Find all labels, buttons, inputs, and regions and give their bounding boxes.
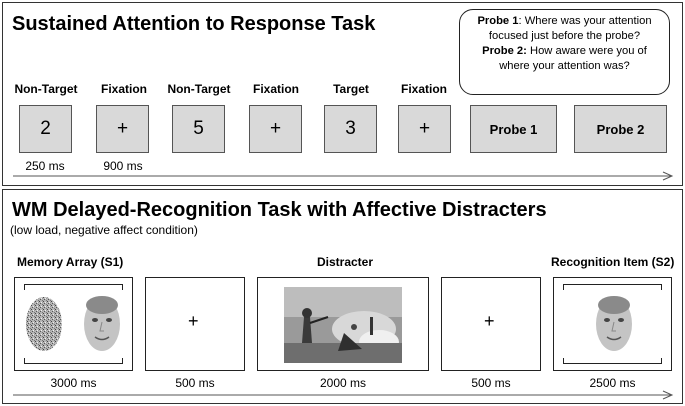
step-label-non-target-2: Non-Target [167, 82, 231, 96]
fixation-frame-1: + [145, 277, 245, 371]
timeline-arrow [13, 171, 674, 181]
wm-panel: WM Delayed-Recognition Task with Affecti… [2, 189, 683, 404]
timeline-arrow [13, 390, 674, 400]
fixation-box-1: + [96, 105, 149, 153]
probe2-box: Probe 2 [574, 105, 667, 153]
frame-bottom-bracket [563, 358, 662, 364]
face-image [84, 296, 120, 351]
distracter-label: Distracter [316, 255, 374, 269]
stimulus-box-5: 5 [172, 105, 225, 153]
recognition-item-label: Recognition Item (S2) [551, 255, 675, 269]
wm-title: WM Delayed-Recognition Task with Affecti… [12, 199, 547, 221]
probe2-text: How aware were you of where your attenti… [499, 45, 647, 72]
duration-recognition-item: 2500 ms [589, 376, 636, 390]
target-box-3: 3 [324, 105, 377, 153]
memory-array-frame [14, 277, 133, 371]
fixation-cross: + [116, 118, 129, 139]
duration-fixation-1: 500 ms [175, 376, 215, 390]
probe-questions-bubble: Probe 1: Where was your attention focuse… [459, 9, 670, 95]
stimulus-digit: 2 [40, 118, 51, 139]
duration-distracter: 2000 ms [319, 376, 367, 390]
stimulus-digit: 3 [345, 118, 356, 139]
duration-fixation: 900 ms [103, 159, 143, 173]
probe1-label: Probe 1 [477, 15, 519, 27]
frame-top-bracket [24, 284, 123, 290]
distracter-frame [257, 277, 429, 371]
frame-top-bracket [563, 284, 662, 290]
fixation-cross: + [269, 118, 282, 139]
duration-stimulus: 250 ms [25, 159, 65, 173]
duration-fixation-2: 500 ms [471, 376, 511, 390]
noise-patch-image [26, 297, 62, 351]
sart-panel: Sustained Attention to Response Task Pro… [2, 2, 683, 186]
probe1-box: Probe 1 [470, 105, 557, 153]
step-label-fixation-1: Fixation [100, 82, 147, 96]
sart-title: Sustained Attention to Response Task [12, 13, 376, 35]
memory-array-label: Memory Array (S1) [17, 255, 124, 269]
duration-memory-array: 3000 ms [50, 376, 97, 390]
fixation-cross: + [188, 311, 199, 331]
step-label-fixation-2: Fixation [252, 82, 299, 96]
recognition-item-frame [553, 277, 672, 371]
step-label-fixation-3: Fixation [400, 82, 447, 96]
stimulus-digit: 5 [193, 118, 204, 139]
probe1-box-label: Probe 1 [489, 121, 538, 137]
fixation-box-2: + [249, 105, 302, 153]
face-image [596, 296, 632, 351]
probe1-text: : Where was your attention focused just … [488, 15, 652, 42]
step-label-target: Target [333, 82, 369, 96]
fixation-cross: + [418, 118, 431, 139]
probe2-label: Probe 2: [482, 45, 527, 57]
fixation-cross: + [484, 311, 495, 331]
frame-bottom-bracket [24, 358, 123, 364]
war-scene-image [284, 287, 402, 363]
stimulus-box-2: 2 [19, 105, 72, 153]
step-label-non-target-1: Non-Target [14, 82, 78, 96]
wm-subtitle: (low load, negative affect condition) [10, 223, 198, 237]
probe2-box-label: Probe 2 [596, 121, 645, 137]
fixation-frame-2: + [441, 277, 541, 371]
fixation-box-3: + [398, 105, 451, 153]
